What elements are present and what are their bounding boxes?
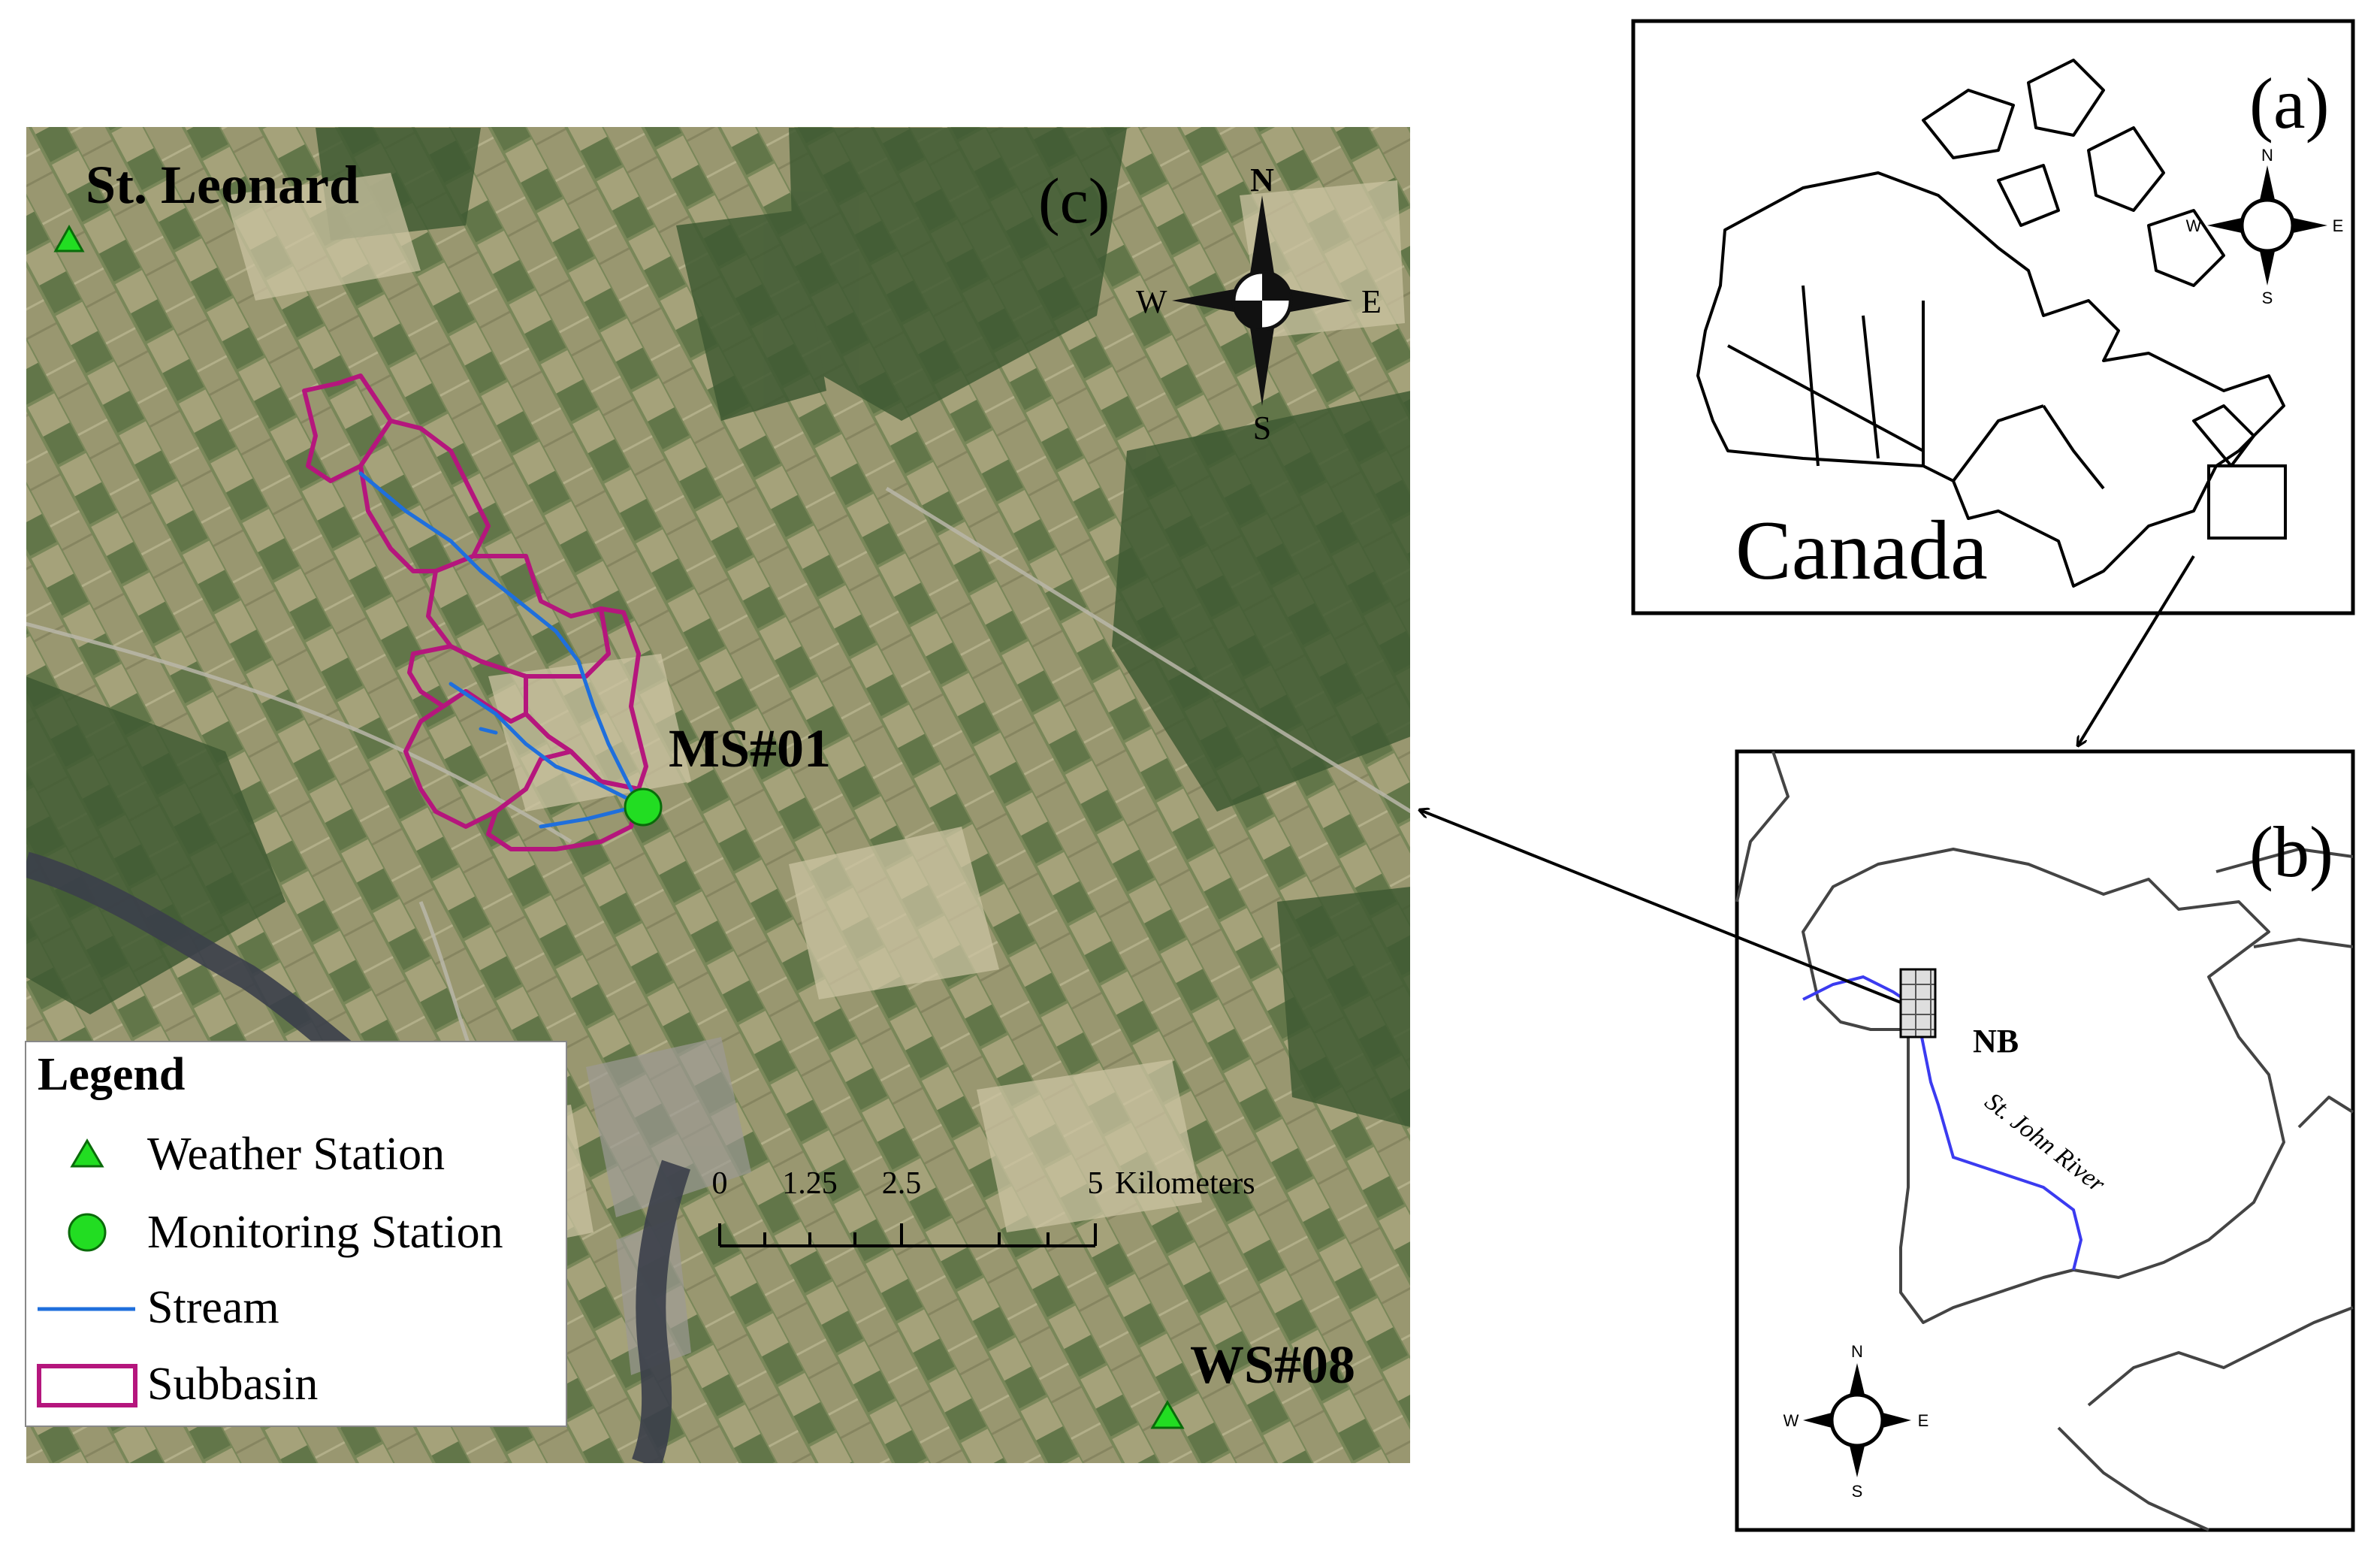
scale-tick-5: 5 [1088,1166,1104,1201]
legend: Legend Weather Station Monitoring Statio… [25,1041,567,1427]
weather-station-st-leonard [53,224,85,252]
legend-weather-station-icon [70,1138,104,1168]
compass-b-s: S [1852,1482,1863,1501]
stream-tributary-3 [539,806,633,829]
compass-b-e: E [1918,1411,1929,1430]
label-ms01: MS#01 [669,718,831,779]
arrow-a-to-b [2078,555,2195,745]
legend-weather-station-label: Weather Station [147,1129,445,1180]
legend-title: Legend [38,1049,185,1100]
surrounding-coasts [2057,848,2354,1531]
panel-a-frame [1631,19,2355,615]
subbasin-2 [358,419,491,573]
subbasin-outlines [302,373,648,851]
legend-subbasin-label: Subbasin [147,1359,318,1410]
stream-tributary-2 [479,727,498,735]
arrow-b-to-c [1420,810,1901,1004]
panel-b: NB St. John River (b) N S W E [1735,749,2355,1532]
compass-quadrant-sw [1234,301,1262,329]
scale-tick-2-5: 2.5 [882,1166,922,1201]
label-nb: NB [1973,1023,2019,1060]
label-canada: Canada [1735,504,1988,597]
streams [358,471,641,829]
compass-b-n: N [1851,1342,1863,1361]
study-area-box [1899,968,1937,1039]
legend-monitoring-station-icon [68,1213,107,1252]
panel-b-label: (b) [2249,812,2333,892]
locator-box-a [2207,464,2287,540]
compass-b-w: W [1783,1411,1799,1430]
label-st-leonard: St. Leonard [86,155,359,215]
panel-c-frame [25,125,1412,1465]
compass-e: E [1361,283,1382,320]
compass-arrow-north [1247,195,1277,293]
scale-bar-line [718,1223,1097,1247]
compass-rose-c: N S W E [1136,162,1382,446]
coast-nw [1735,751,1790,902]
forest-patches [26,128,1411,1127]
st-john-river [1802,975,2083,1271]
newfoundland [2192,404,2255,467]
river-lower [632,1159,690,1464]
label-ws08: WS#08 [1190,1335,1355,1395]
compass-quadrant-ne [1262,272,1291,301]
compass-a-w: W [2186,216,2202,235]
compass-s: S [1253,410,1271,446]
monitoring-station-marker [624,788,663,827]
compass-rose-b: N S W E [1783,1342,1929,1501]
legend-monitoring-station-label: Monitoring Station [147,1207,503,1258]
scale-bar: 0 1.25 2.5 5 Kilometers [712,1166,1255,1247]
compass-arrow-south [1247,308,1277,406]
new-brunswick [1802,848,2285,1324]
panel-c: St. Leonard MS#01 WS#08 (c) N S W E 0 1.… [25,125,1412,1465]
compass-a-e: E [2333,216,2344,235]
panel-a-label: (a) [2249,63,2330,144]
scale-tick-0: 0 [712,1166,728,1201]
legend-stream-label: Stream [147,1282,279,1333]
province-borders [1727,285,2105,490]
compass-a-s: S [2262,289,2273,307]
nb-outline [1735,751,2354,1531]
panel-c-label: (c) [1038,165,1110,237]
stream-main [358,471,641,806]
scale-unit: Kilometers [1115,1166,1255,1201]
compass-rose-a: N S W E [2186,146,2344,307]
legend-subbasin-icon [37,1364,137,1407]
compass-a-n: N [2261,146,2273,165]
weather-station-ws08 [1150,1400,1185,1429]
stream-tributary-1 [449,682,641,806]
panel-a: Canada (a) N S W E [1631,19,2355,615]
compass-w: W [1136,283,1167,320]
scale-tick-1-25: 1.25 [782,1166,838,1201]
legend-box [25,1041,567,1427]
arctic-islands [1922,59,2225,287]
compass-n: N [1250,162,1274,198]
